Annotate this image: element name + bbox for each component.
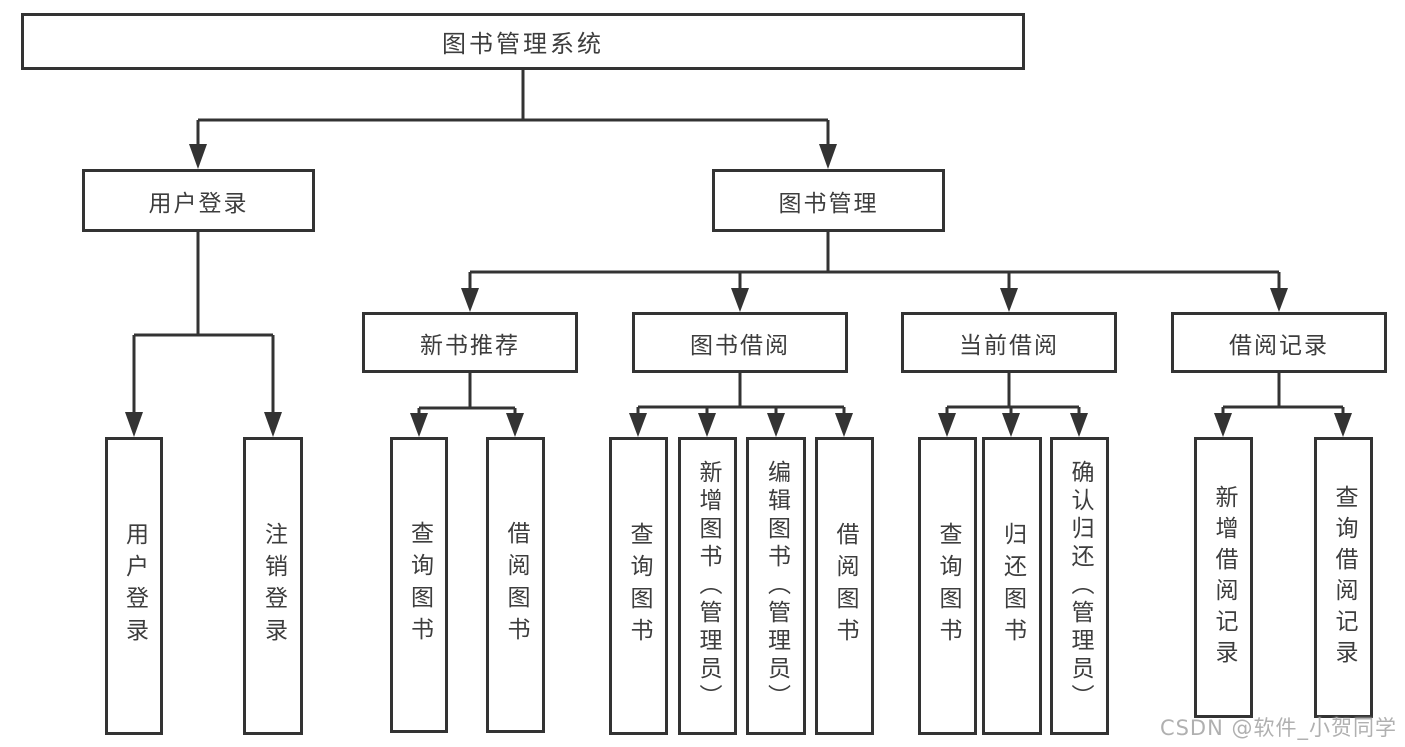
node-user-login-module: 用户登录	[82, 169, 315, 232]
node-leaf-query-books-current: 查询图书	[918, 437, 977, 735]
node-leaf-add-borrow-record: 新增借阅记录	[1194, 437, 1253, 718]
node-leaf-return-books-label: 归还图书	[999, 522, 1026, 650]
node-leaf-edit-books-admin: 编辑图书（管理员）	[746, 437, 806, 735]
node-leaf-logout: 注销登录	[243, 437, 303, 735]
node-leaf-query-borrow-record: 查询借阅记录	[1314, 437, 1373, 718]
node-leaf-user-login: 用户登录	[105, 437, 163, 735]
node-leaf-edit-books-admin-label: 编辑图书（管理员）	[763, 460, 790, 712]
node-leaf-borrow-books-recommend-label: 借阅图书	[503, 521, 529, 649]
node-leaf-borrow-books-label: 借阅图书	[832, 522, 858, 650]
node-leaf-user-login-label: 用户登录	[121, 522, 148, 650]
node-leaf-logout-label: 注销登录	[260, 522, 287, 650]
node-library-management-system: 图书管理系统	[21, 13, 1025, 70]
node-leaf-add-borrow-record-label: 新增借阅记录	[1211, 484, 1237, 671]
node-book-borrowing: 图书借阅	[632, 312, 848, 373]
node-book-management-module: 图书管理	[712, 169, 945, 232]
node-leaf-query-books-current-label: 查询图书	[935, 522, 961, 650]
node-leaf-borrow-books: 借阅图书	[815, 437, 874, 735]
node-current-borrowing: 当前借阅	[901, 312, 1117, 373]
node-leaf-add-books-admin-label: 新增图书（管理员）	[695, 460, 721, 712]
node-leaf-query-borrow-record-label: 查询借阅记录	[1331, 484, 1357, 671]
node-leaf-borrow-books-recommend: 借阅图书	[486, 437, 545, 733]
csdn-watermark: CSDN @软件_小贺同学	[1159, 716, 1397, 740]
node-leaf-query-books-recommend: 查询图书	[390, 437, 448, 733]
node-leaf-return-books: 归还图书	[982, 437, 1042, 735]
node-leaf-confirm-return-admin: 确认归还（管理员）	[1050, 437, 1109, 735]
node-leaf-add-books-admin: 新增图书（管理员）	[678, 437, 737, 735]
node-borrowing-records: 借阅记录	[1171, 312, 1387, 373]
node-leaf-confirm-return-admin-label: 确认归还（管理员）	[1067, 460, 1093, 712]
node-leaf-query-books-recommend-label: 查询图书	[406, 521, 433, 649]
node-new-book-recommendation: 新书推荐	[362, 312, 578, 373]
node-leaf-query-books-borrowing-label: 查询图书	[626, 522, 652, 650]
node-leaf-query-books-borrowing: 查询图书	[609, 437, 668, 735]
